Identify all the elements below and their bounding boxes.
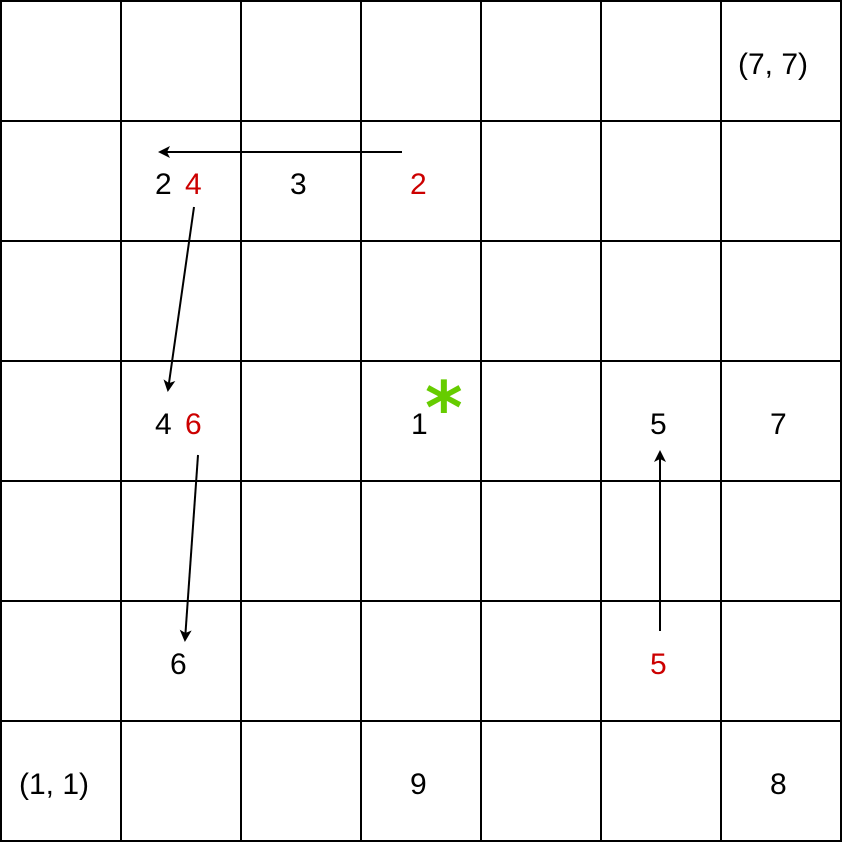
corner-label-top-right: (7, 7)	[738, 48, 809, 81]
cell-label: 9	[410, 768, 427, 801]
cell-label: 1	[411, 408, 428, 441]
arrow-down-1	[163, 206, 195, 392]
cell-label-red: 6	[185, 408, 202, 441]
star-marker: *	[425, 366, 463, 450]
cell-label: 5	[650, 408, 667, 441]
corner-label-bottom-left: (1, 1)	[19, 768, 90, 801]
arrow-down-2	[179, 454, 199, 642]
cell-label: 4	[155, 408, 172, 441]
cell-label: 8	[770, 768, 787, 801]
cell-label-red: 2	[410, 168, 427, 201]
cell-label: 3	[290, 168, 307, 201]
cell-label: 2	[155, 168, 172, 201]
cell-label-red: 4	[185, 168, 202, 201]
cell-label: 6	[170, 648, 187, 681]
cell-label-red: 5	[650, 648, 667, 681]
cell-label: 7	[770, 408, 787, 441]
